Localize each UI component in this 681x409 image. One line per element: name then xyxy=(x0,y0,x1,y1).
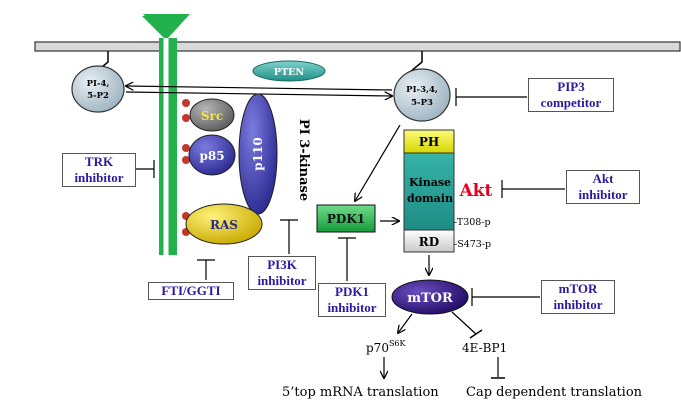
src-node: Src xyxy=(189,98,235,132)
pdk1-node: PDK1 xyxy=(316,204,376,233)
receptor xyxy=(142,14,190,255)
rd-domain-label: RD xyxy=(419,235,439,249)
trk-inhibitor-box: TRK inhibitor xyxy=(62,153,136,187)
pip3-to-pdk1-arrow xyxy=(355,124,401,201)
mtor-to-p70-arrow xyxy=(398,313,413,333)
receptor-phospho-sites xyxy=(182,99,190,236)
pi3k-inhibitor-line-2: inhibitor xyxy=(257,273,307,288)
kinase-domain-label-1: Kinase xyxy=(409,176,451,189)
mtor-inhibitor-line-1: mTOR xyxy=(558,281,598,296)
p110-node: p110 xyxy=(238,93,278,215)
pi3kinase-label: PI 3-kinase xyxy=(296,119,311,201)
fti-ggti-box: FTI/GGTI xyxy=(148,282,234,300)
pten-node: PTEN xyxy=(252,60,326,82)
mrna-translation-label: 5’top mRNA translation xyxy=(282,385,439,400)
ras-label: RAS xyxy=(210,218,238,232)
akt-inhibitor-line-1: Akt xyxy=(592,171,614,186)
p110-label: p110 xyxy=(251,137,265,170)
mtor-inhibitor-box: mTOR inhibitor xyxy=(541,280,615,314)
pi45p2-label-1: PI-4, xyxy=(87,79,110,89)
pi3k-inhibitor-box: PI3K inhibitor xyxy=(248,256,316,290)
t308-label: -T308-p xyxy=(454,217,491,228)
p70-superscript: S6K xyxy=(389,339,407,348)
kinase-domain-label-2: domain xyxy=(407,192,453,205)
pdk1-inhibitor-line-1: PDK1 xyxy=(335,284,369,299)
p85-label: p85 xyxy=(199,149,224,163)
pip3-competitor-line-2: competitor xyxy=(540,95,602,110)
pdk1-inhibitor-line-2: inhibitor xyxy=(327,300,377,315)
mtor-4ebp1-inhibition xyxy=(451,311,483,339)
pip3-competitor-box: PIP3 competitor xyxy=(528,78,614,112)
trk-inhibitor-line-1: TRK xyxy=(84,154,114,169)
s473-label: -S473-p xyxy=(454,239,491,250)
4ebp1-inhibition xyxy=(491,357,505,379)
p70-label: p70S6K xyxy=(366,339,407,355)
mtor-label: mTOR xyxy=(407,291,453,306)
pip3-competitor-line-1: PIP3 xyxy=(557,79,585,94)
pi45p2-node: PI-4, 5-P2 xyxy=(71,51,125,113)
4ebp1-label: 4E-BP1 xyxy=(462,341,507,355)
p70-text: p70 xyxy=(366,341,389,355)
inhibitor-bars xyxy=(136,88,565,306)
cell-membrane xyxy=(34,41,681,52)
pten-label: PTEN xyxy=(274,67,304,78)
cap-translation-label: Cap dependent translation xyxy=(466,385,643,400)
ph-domain-label: PH xyxy=(419,135,439,149)
p85-node: p85 xyxy=(188,134,236,176)
fti-ggti-line-1: FTI/GGTI xyxy=(161,283,221,298)
pi345p3-node: PI-3,4, 5-P3 xyxy=(393,51,451,122)
akt-inhibitor-box: Akt inhibitor xyxy=(566,170,640,204)
pdk1-inhibitor-box: PDK1 inhibitor xyxy=(318,283,386,317)
akt-protein: PH Kinase domain RD xyxy=(403,129,455,253)
akt-label: Akt xyxy=(459,181,493,201)
trk-inhibitor-line-2: inhibitor xyxy=(74,170,124,185)
akt-inhibitor-line-2: inhibitor xyxy=(578,187,628,202)
pi345p3-label-1: PI-3,4, xyxy=(406,85,438,95)
pi345p3-label-2: 5-P3 xyxy=(411,98,433,108)
pi3k-inhibitor-line-1: PI3K xyxy=(267,257,297,272)
ras-node: RAS xyxy=(185,203,263,245)
mtor-inhibitor-line-2: inhibitor xyxy=(553,297,603,312)
pi45p2-label-2: 5-P2 xyxy=(87,91,109,101)
pdk1-label: PDK1 xyxy=(327,212,365,226)
mtor-node: mTOR xyxy=(391,279,469,315)
src-label: Src xyxy=(201,109,223,123)
